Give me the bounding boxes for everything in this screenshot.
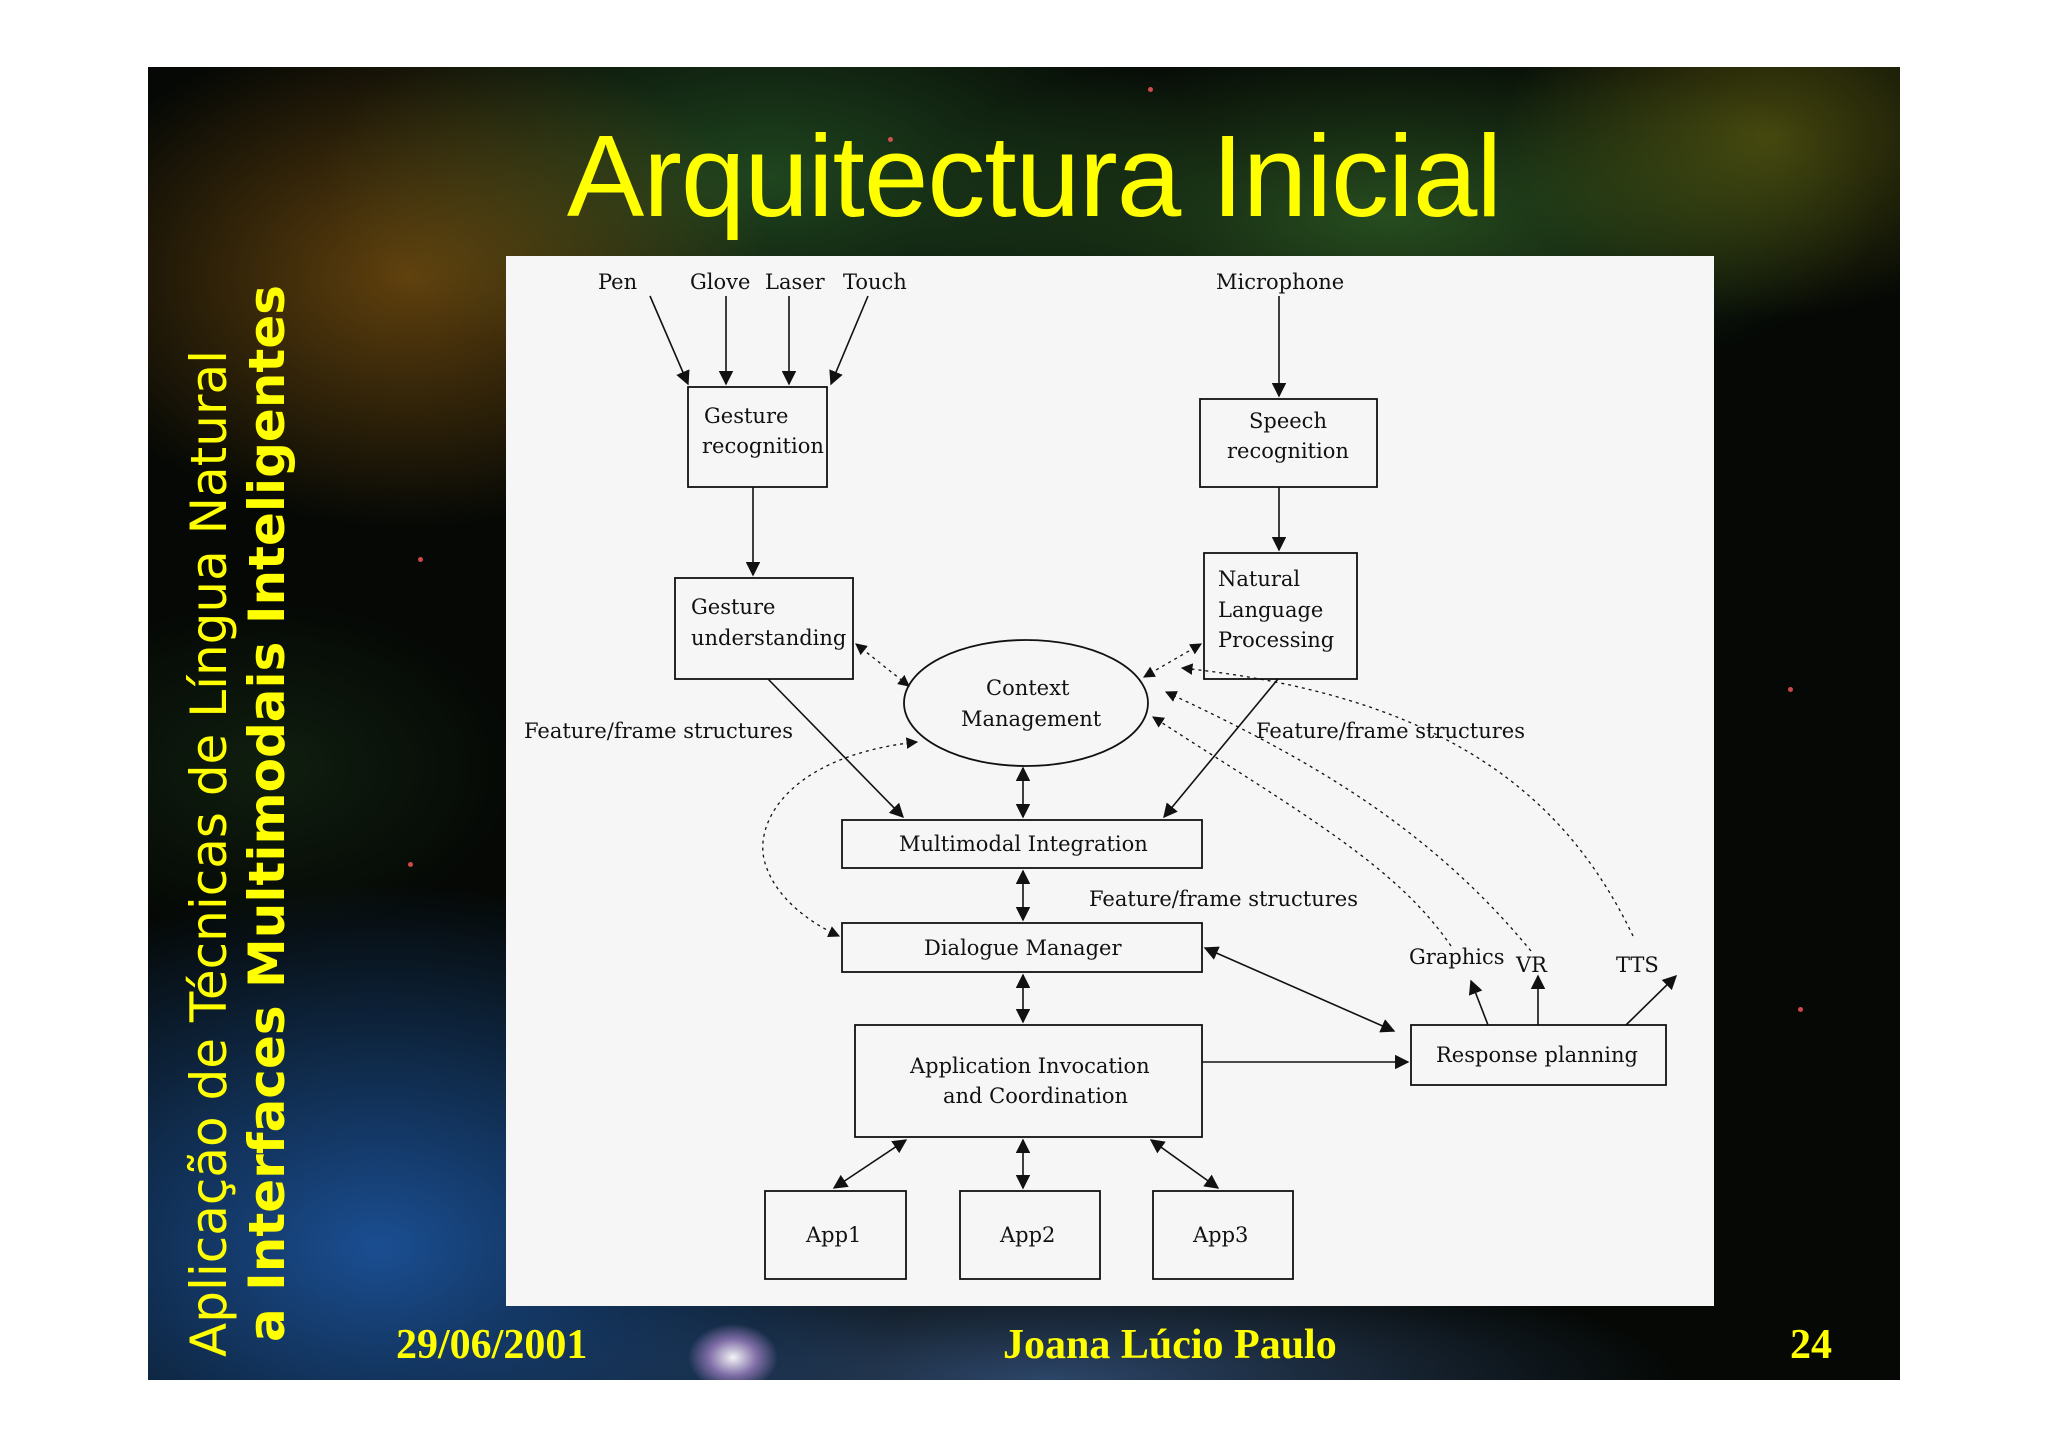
star-decoration [1148,87,1153,92]
star-decoration [408,862,413,867]
edge-label-feature-frame-left: Feature/frame structures [524,719,793,743]
node-label-context-management: Context [986,676,1070,700]
input-label-pen: Pen [598,270,637,294]
node-label-response-planning: Response planning [1436,1043,1638,1067]
node-label-multimodal-integration: Multimodal Integration [899,832,1148,856]
node-label-application-invocation: and Coordination [943,1084,1128,1108]
output-label-vr: VR [1515,953,1548,977]
output-label-tts: TTS [1616,953,1659,977]
sidebar-title-line-2: a Interfaces Multimodais Inteligentes [238,284,296,1342]
gesture-understanding-to-integration-arrow [767,678,905,819]
app3-box [1152,1190,1294,1280]
touch-arrow [829,295,869,386]
input-label-microphone: Microphone [1216,270,1344,294]
node-label-gesture-recognition: Gesture [704,404,788,428]
gesture-understanding-context-dashed-arrow [855,643,910,687]
slide-title: Arquitectura Inicial [566,111,1502,241]
app1-box [764,1190,907,1280]
response-to-tts-arrow [1625,974,1678,1026]
graphics-to-context-dashed-arrow [1152,716,1452,947]
star-decoration [1788,687,1793,692]
lens-flare-decoration [663,1297,803,1380]
application-app1-arrow [832,1139,908,1189]
node-label-app2: App2 [999,1223,1055,1247]
response-to-graphics-arrow [1468,979,1489,1026]
slide: Arquitectura Inicial Aplicação de Técnic… [148,67,1900,1380]
context-nlp-dashed-arrow [1142,643,1203,678]
node-label-nlp: Processing [1218,628,1334,652]
node-label-app3: App3 [1192,1223,1248,1247]
node-label-gesture-recognition: recognition [702,434,824,458]
app2-box [959,1190,1101,1280]
diagram-canvas: Pen Glove Laser Touch Microphone Gesture… [524,270,1678,1280]
node-label-gesture-understanding: understanding [691,626,846,650]
architecture-diagram: Pen Glove Laser Touch Microphone Gesture… [506,256,1714,1306]
node-label-application-invocation: Application Invocation [909,1054,1150,1078]
edge-label-feature-frame-middle: Feature/frame structures [1089,887,1358,911]
node-label-app1: App1 [805,1223,861,1247]
node-label-nlp: Language [1218,598,1323,622]
context-management-ellipse [903,639,1149,767]
speech-recognition-box [1199,398,1378,488]
footer-author: Joana Lúcio Paulo [1003,1322,1337,1368]
node-label-speech-recognition: recognition [1227,439,1349,463]
node-label-nlp: Natural [1218,567,1300,591]
dialogue-response-arrow [1203,946,1396,1033]
gesture-understanding-box [674,577,854,680]
sidebar-title-line-1: Aplicação de Técnicas de Língua Natural [180,349,238,1357]
star-decoration [888,137,893,142]
footer-page-number: 24 [1790,1322,1832,1368]
output-label-graphics: Graphics [1409,945,1505,969]
star-decoration [1798,1007,1803,1012]
pen-arrow [649,295,690,386]
star-decoration [418,557,423,562]
gesture-recognition-box [687,386,828,488]
dialogue-manager-box [841,922,1203,973]
input-label-glove: Glove [690,270,750,294]
nlp-to-integration-arrow [1163,678,1279,819]
context-dialogue-dashed-arrow [762,737,919,937]
node-label-context-management: Management [961,707,1102,731]
node-label-gesture-understanding: Gesture [691,595,775,619]
node-label-dialogue-manager: Dialogue Manager [924,936,1122,960]
tts-to-context-dashed-arrow [1180,663,1634,937]
application-app3-arrow [1149,1139,1220,1189]
footer-date: 29/06/2001 [396,1322,588,1368]
input-label-touch: Touch [843,270,907,294]
application-invocation-box [854,1024,1203,1138]
input-label-laser: Laser [765,270,826,294]
node-label-speech-recognition: Speech [1249,409,1327,433]
edge-label-feature-frame-right: Feature/frame structures [1256,719,1525,743]
nlp-box [1203,552,1358,680]
